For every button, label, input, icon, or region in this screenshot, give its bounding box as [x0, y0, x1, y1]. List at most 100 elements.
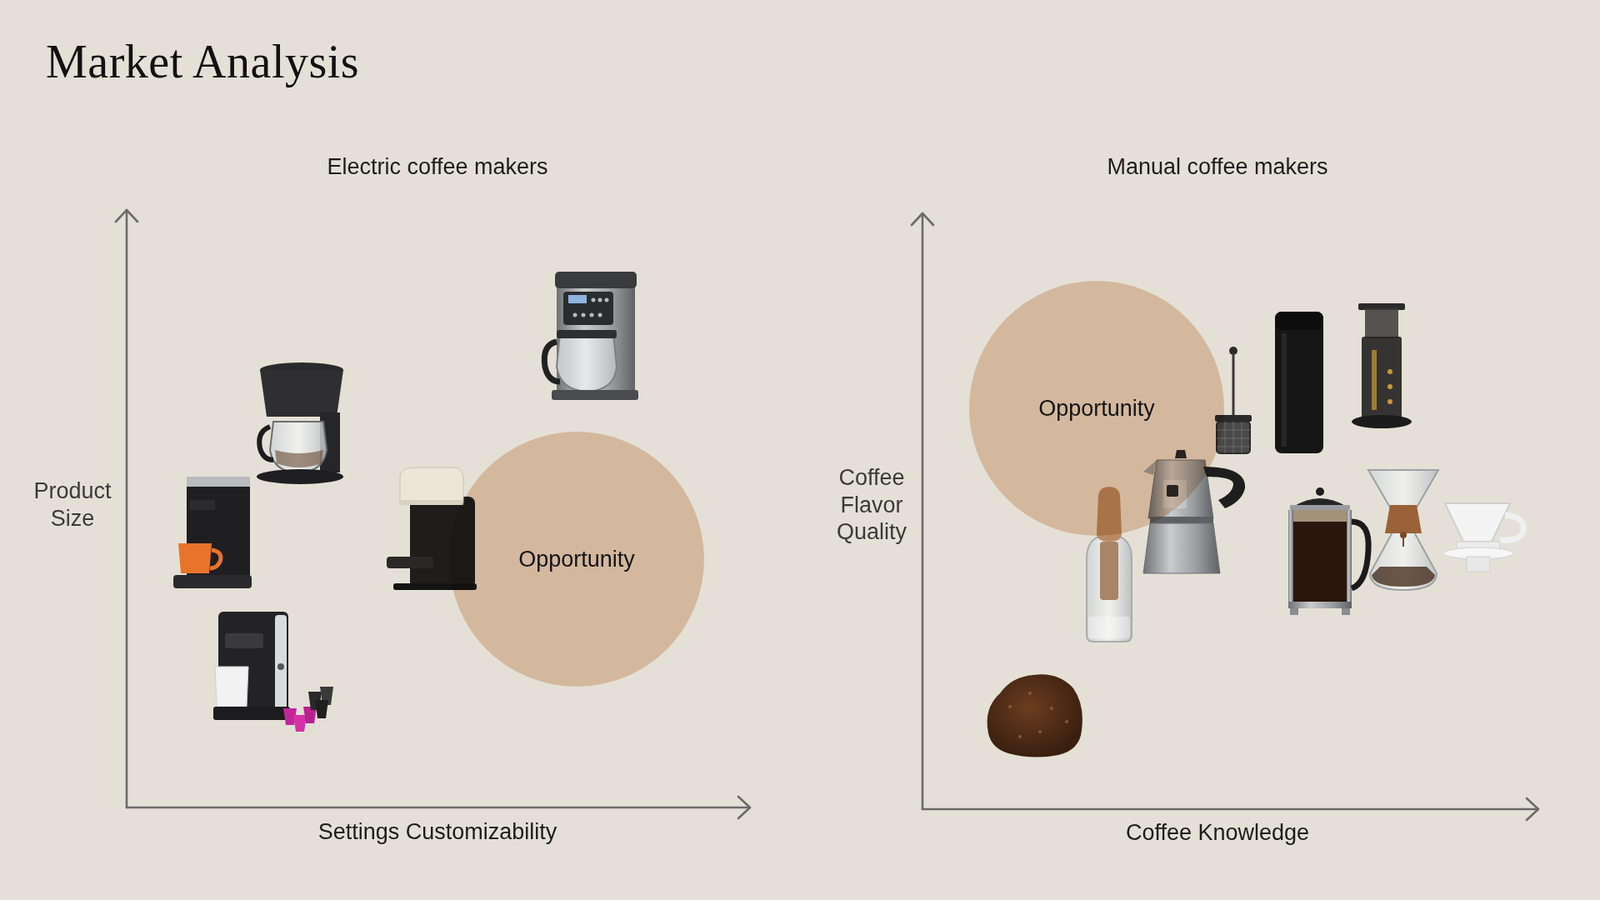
- single-serve-brewer: [277, 663, 285, 670]
- chemex: [1385, 505, 1422, 534]
- travel-press: [1275, 311, 1324, 454]
- pod-coffee-maker: [173, 476, 252, 589]
- axis-label: Product Size: [33, 477, 111, 533]
- capsule-espresso-machine: [400, 467, 464, 504]
- mini-french-press: [1232, 353, 1235, 417]
- travel-press: [1281, 333, 1287, 447]
- drip-coffee-maker: [555, 271, 637, 289]
- single-serve-brewer: [275, 615, 287, 714]
- ground-coffee: [1008, 705, 1012, 709]
- chemex: [1371, 566, 1435, 587]
- moka-pot: [1143, 523, 1220, 574]
- slide-title: Market Analysis: [45, 35, 360, 89]
- compact-coffee-maker: [260, 370, 344, 417]
- cold-brew-bottle: [1088, 616, 1130, 639]
- drip-coffee-maker: [573, 313, 578, 318]
- pod-coffee-maker: [178, 543, 212, 574]
- opportunity-label: Opportunity: [1038, 395, 1155, 422]
- circle-content: Opportunity: [449, 431, 705, 687]
- axis: [922, 808, 1539, 811]
- drip-coffee-maker: [551, 390, 639, 400]
- drip-coffee-maker: [544, 271, 639, 400]
- axis-label: Coffee Flavor Quality: [836, 464, 907, 547]
- pour-over-dripper: [1466, 556, 1490, 572]
- single-serve-brewer: [225, 633, 264, 649]
- ground-coffee: [987, 674, 1083, 757]
- axis: [125, 210, 129, 808]
- capsule-espresso-machine: [400, 500, 464, 505]
- pod-coffee-maker: [186, 476, 250, 487]
- french-press: [1291, 510, 1349, 604]
- aeropress: [1387, 384, 1393, 390]
- axis-label: Settings Customizability: [318, 818, 558, 846]
- aeropress: [1351, 415, 1412, 429]
- drip-coffee-maker: [605, 298, 610, 303]
- single-serve-brewer: [215, 666, 249, 707]
- french-press: [1290, 608, 1299, 615]
- drip-coffee-maker: [591, 298, 596, 303]
- pod-coffee-maker: [173, 575, 252, 589]
- drip-coffee-maker: [563, 291, 614, 325]
- drip-coffee-maker: [556, 330, 617, 339]
- ground-coffee: [1050, 706, 1054, 710]
- drip-coffee-maker: [598, 313, 603, 318]
- cold-brew-bottle: [1100, 541, 1119, 600]
- pour-over-dripper: [1443, 503, 1524, 572]
- french-press: [1351, 521, 1369, 589]
- ground-coffee: [1018, 735, 1022, 739]
- drip-coffee-maker: [568, 295, 587, 304]
- compact-coffee-maker: [275, 450, 324, 468]
- ground-coffee: [1038, 730, 1042, 734]
- axis-label: Coffee Knowledge: [1125, 819, 1310, 847]
- chemex: [1368, 470, 1439, 590]
- axis: [115, 210, 1539, 820]
- french-press: [1288, 487, 1369, 615]
- axis: [921, 213, 925, 810]
- pod-coffee-maker: [190, 500, 215, 510]
- ground-coffee: [1028, 691, 1032, 695]
- drip-coffee-maker: [581, 313, 586, 318]
- french-press: [1288, 510, 1294, 607]
- axis: [911, 213, 934, 225]
- compact-coffee-maker: [259, 426, 274, 460]
- aeropress: [1387, 369, 1393, 375]
- opportunity-circle: Opportunity: [969, 280, 1225, 536]
- french-press: [1291, 510, 1349, 522]
- circle-fill: [969, 280, 1225, 536]
- travel-press: [1275, 311, 1324, 330]
- pod-coffee-maker: [210, 550, 221, 569]
- aeropress: [1387, 399, 1393, 405]
- french-press: [1341, 608, 1350, 615]
- axis: [126, 806, 750, 810]
- axis: [1526, 798, 1539, 820]
- aeropress: [1365, 308, 1399, 339]
- aeropress: [1361, 336, 1402, 419]
- chart-heading: Electric coffee makers: [326, 153, 548, 181]
- pour-over-dripper: [1500, 515, 1524, 540]
- opportunity-circle: Opportunity: [449, 431, 705, 687]
- moka-pot: [1203, 466, 1245, 509]
- cold-brew-bottle: [1086, 537, 1132, 642]
- french-press: [1290, 505, 1350, 510]
- axis: [115, 210, 138, 222]
- opportunity-label: Opportunity: [518, 546, 635, 573]
- single-serve-brewer: [293, 715, 307, 732]
- chemex: [1368, 470, 1439, 590]
- travel-press: [1275, 311, 1324, 454]
- circle-content: Opportunity: [969, 280, 1225, 536]
- ground-coffee: [987, 674, 1083, 757]
- capsule-espresso-machine: [386, 556, 434, 569]
- axis: [738, 796, 750, 819]
- french-press: [1315, 487, 1325, 496]
- ground-coffee: [1065, 720, 1069, 724]
- single-serve-brewer: [213, 611, 334, 732]
- drip-coffee-maker: [544, 341, 560, 382]
- chart-heading: Manual coffee makers: [1106, 153, 1328, 181]
- chemex: [1402, 535, 1405, 547]
- drip-coffee-maker: [590, 313, 595, 318]
- compact-coffee-maker: [256, 469, 344, 485]
- compact-coffee-maker: [256, 362, 344, 485]
- aeropress: [1351, 303, 1412, 429]
- french-press: [1288, 601, 1352, 609]
